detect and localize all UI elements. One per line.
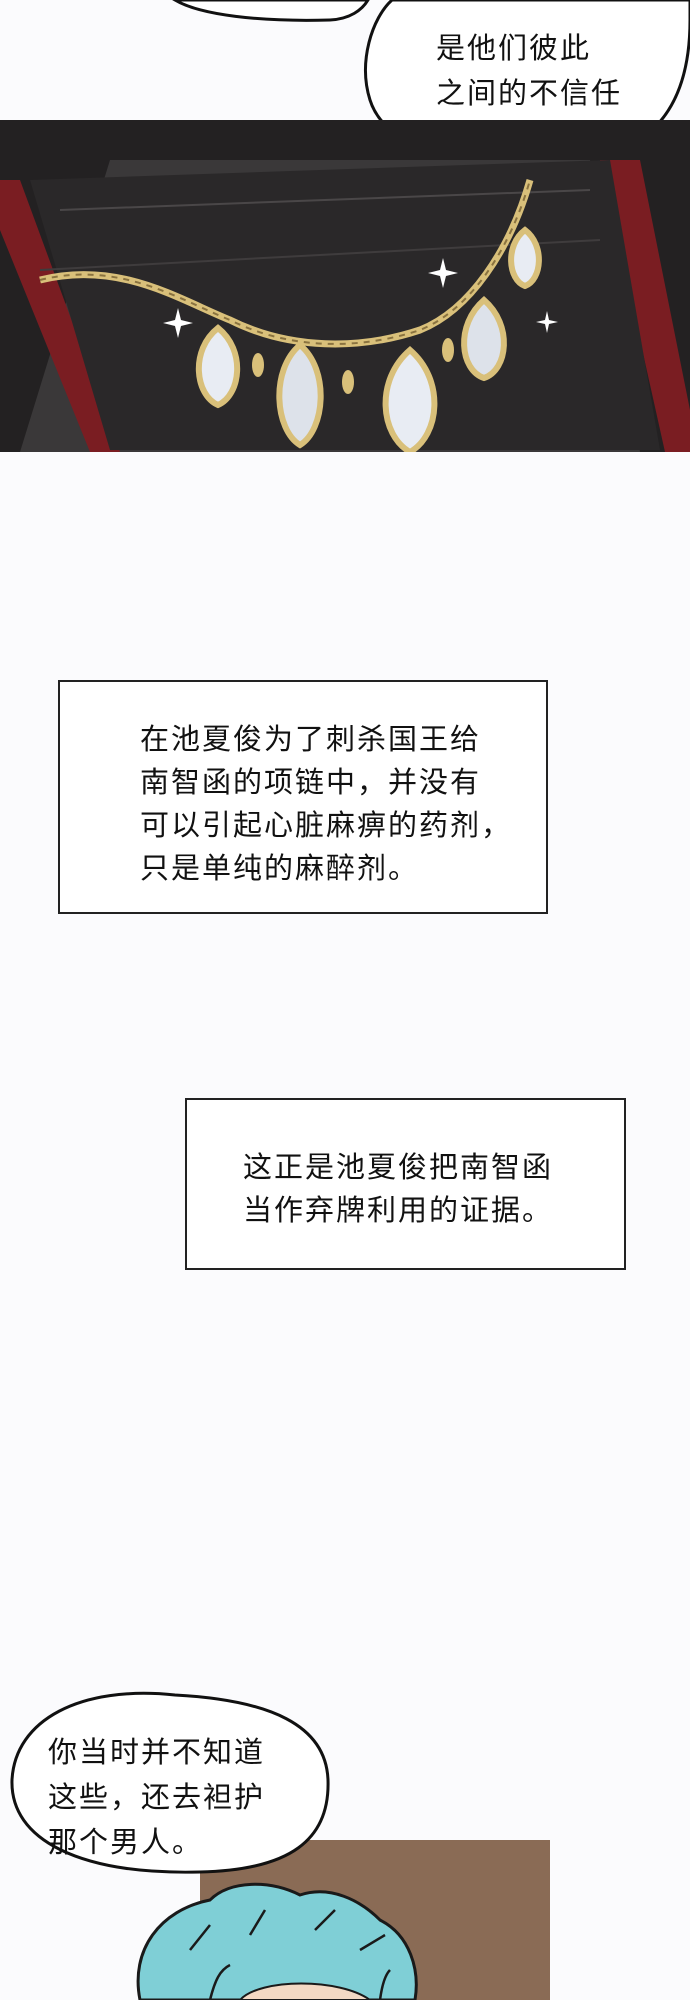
- bubble-bottom-text: 你当时并不知道 这些，还去袒护 那个男人。: [48, 1735, 266, 1859]
- narration-box-2: 这正是池夏俊把南智函 当作弃牌利用的证据。: [185, 1098, 626, 1270]
- narration-box-1: 在池夏俊为了刺杀国王给 南智函的项链中，并没有 可以引起心脏麻痹的药剂， 只是单…: [58, 680, 548, 914]
- necklace-panel: [0, 120, 690, 452]
- narration-2-text: 这正是池夏俊把南智函 当作弃牌利用的证据。: [243, 1150, 554, 1227]
- speech-bubble-bottom: [10, 1691, 330, 1874]
- narration-1-text: 在池夏俊为了刺杀国王给 南智函的项链中，并没有 可以引起心脏麻痹的药剂， 只是单…: [140, 722, 513, 885]
